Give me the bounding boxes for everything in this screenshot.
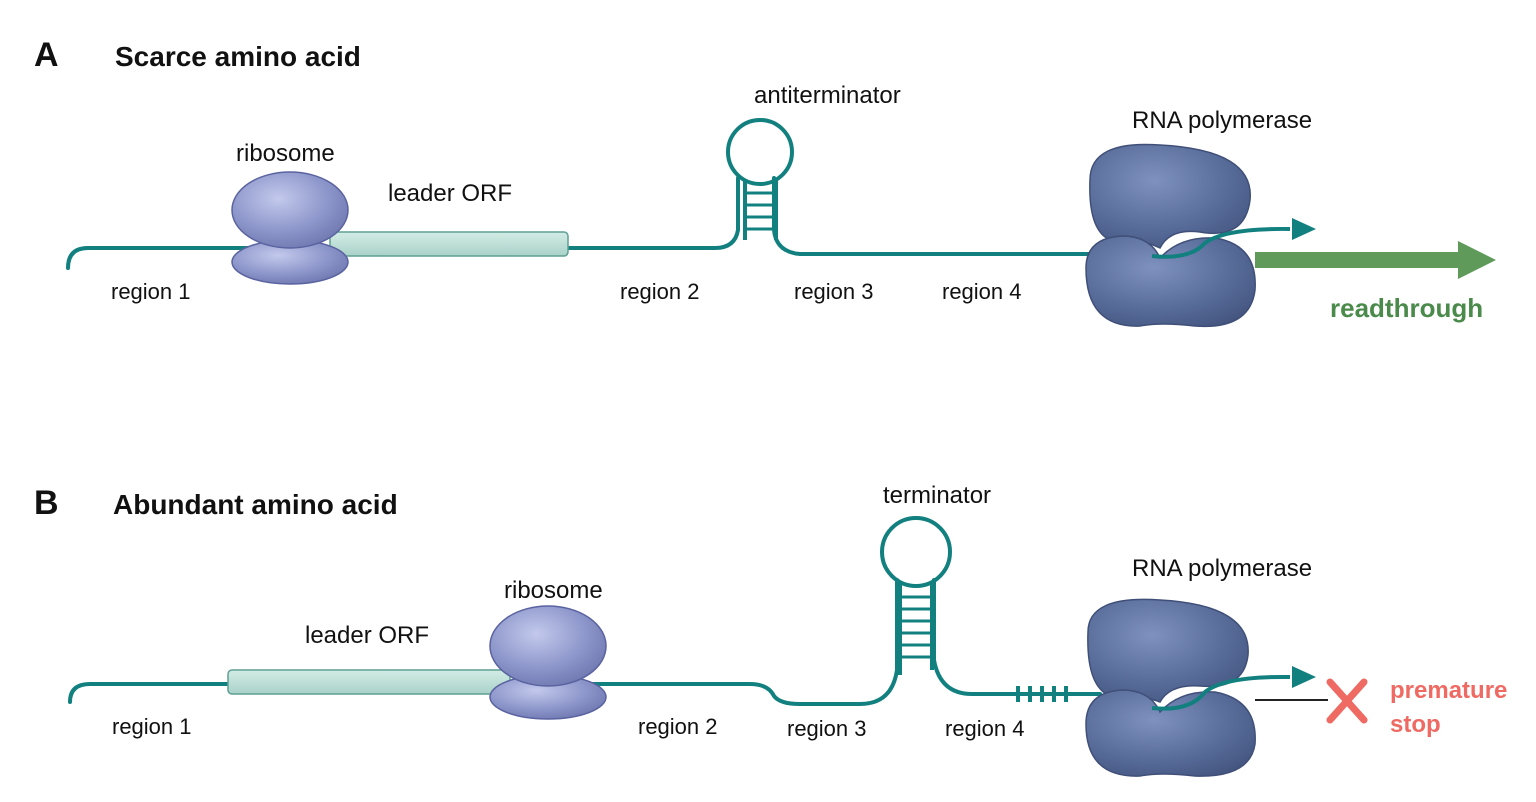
panel-b-polymerase-label: RNA polymerase [1132, 555, 1312, 582]
panel-a-mrna-strand [66, 176, 1102, 270]
panel-a-readthrough-arrowhead [1458, 241, 1496, 279]
panel-a-transcript-arrowhead [1292, 218, 1316, 240]
panel-b-mrna-strand [68, 578, 1102, 706]
panel-a-antiterminator-label: antiterminator [754, 82, 901, 109]
panel-a-ribosome-label: ribosome [236, 140, 335, 167]
panel-a-letter: A [34, 36, 59, 74]
panel-a-antiterminator-hairpin [726, 118, 794, 240]
panel-b-ribosome [489, 605, 607, 720]
panel-a-rna-polymerase [1085, 143, 1256, 328]
panel-b-region-4-label: region 4 [945, 716, 1025, 741]
panel-b-premature-label: premature [1390, 677, 1507, 704]
panel-a: A Scarce amino acid [34, 36, 1496, 328]
panel-a-leader-orf [329, 231, 569, 257]
panel-b: B Abundant amino acid [34, 482, 1507, 777]
panel-b-region-4-pairing-ticks [1016, 686, 1068, 702]
panel-b-leader-orf [227, 669, 511, 695]
panel-a-title: Scarce amino acid [115, 41, 361, 72]
panel-a-nascent-transcript [1151, 226, 1291, 259]
panel-a-region-3-label: region 3 [794, 279, 874, 304]
panel-b-region-2-label: region 2 [638, 714, 718, 739]
panel-b-rna-polymerase [1085, 598, 1256, 777]
panel-b-ribosome-label: ribosome [504, 577, 603, 604]
panel-b-transcript-arrowhead [1292, 666, 1316, 688]
panel-a-readthrough-label: readthrough [1330, 293, 1483, 323]
panel-b-terminator-label: terminator [883, 482, 991, 509]
panel-b-region-3-label: region 3 [787, 716, 867, 741]
panel-b-nascent-transcript [1151, 674, 1291, 711]
panel-a-region-2-label: region 2 [620, 279, 700, 304]
panel-b-region-1-label: region 1 [112, 714, 192, 739]
stop-x-icon [1326, 678, 1368, 724]
panel-b-letter: B [34, 484, 59, 522]
panel-a-leader-orf-label: leader ORF [388, 180, 512, 207]
panel-a-polymerase-label: RNA polymerase [1132, 107, 1312, 134]
panel-a-ribosome [231, 171, 349, 285]
panel-a-readthrough-arrow-shaft [1255, 252, 1460, 268]
panel-a-region-4-label: region 4 [942, 279, 1022, 304]
panel-b-stop-label: stop [1390, 711, 1441, 738]
panel-b-leader-orf-label: leader ORF [305, 622, 429, 649]
panel-b-title: Abundant amino acid [113, 489, 398, 520]
panel-a-region-1-label: region 1 [111, 279, 191, 304]
panel-b-terminator-hairpin [880, 516, 952, 675]
